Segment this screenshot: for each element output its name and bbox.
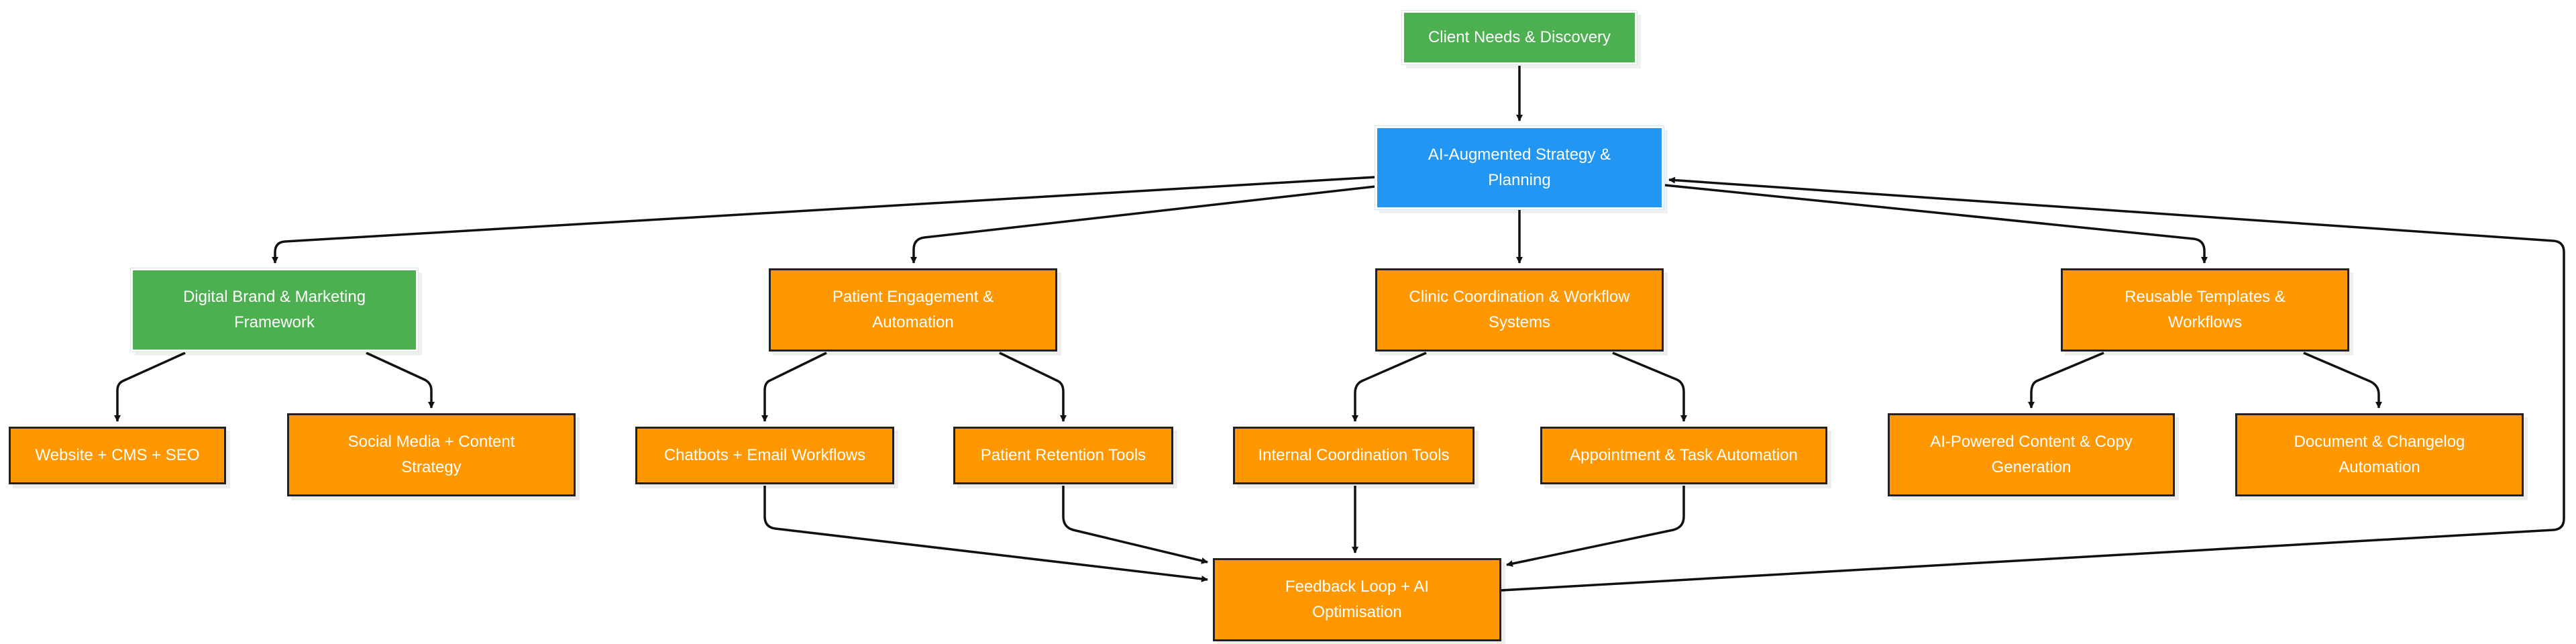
node-client-label: Client Needs & Discovery bbox=[1428, 28, 1611, 46]
node-website-cms-seo: Website + CMS + SEO bbox=[9, 427, 226, 484]
edge-clinic-to-internal bbox=[1352, 352, 1427, 422]
node-patient-retention: Patient Retention Tools bbox=[953, 427, 1173, 484]
node-patient-engagement: Patient Engagement & Automation bbox=[769, 268, 1057, 352]
node-ai-powered-content: AI-Powered Content & Copy Generation bbox=[1888, 413, 2175, 496]
node-templates-label-line-1: Reusable Templates & bbox=[2125, 288, 2286, 306]
node-aicontent-label-line-1: AI-Powered Content & Copy bbox=[1930, 433, 2133, 451]
node-retention-label: Patient Retention Tools bbox=[980, 446, 1146, 464]
node-reusable-templates: Reusable Templates & Workflows bbox=[2061, 268, 2349, 352]
node-document-label-line-1: Document & Changelog bbox=[2294, 433, 2465, 451]
node-feedback-loop: Feedback Loop + AI Optimisation bbox=[1213, 558, 1501, 641]
edge-templates-to-aicontent bbox=[2028, 352, 2104, 409]
node-digital-brand-marketing: Digital Brand & Marketing Framework bbox=[131, 268, 418, 352]
node-social-label-line-1: Social Media + Content bbox=[347, 433, 515, 451]
node-appointment-task: Appointment & Task Automation bbox=[1540, 427, 1827, 484]
edge-engagement-to-retention bbox=[999, 352, 1067, 422]
edge-strategy-to-templates bbox=[1664, 184, 2208, 264]
node-appointment-label: Appointment & Task Automation bbox=[1570, 446, 1798, 464]
node-internal-coordination: Internal Coordination Tools bbox=[1233, 427, 1474, 484]
edge-chatbots-to-feedback bbox=[763, 486, 1208, 582]
node-templates-label-line-2: Workflows bbox=[2167, 313, 2243, 331]
node-internal-label: Internal Coordination Tools bbox=[1258, 446, 1450, 464]
node-feedback-label-line-2: Optimisation bbox=[1312, 603, 1402, 621]
node-brand-label-line-1: Digital Brand & Marketing bbox=[182, 288, 366, 306]
node-aicontent-label-line-2: Generation bbox=[1991, 458, 2072, 476]
edge-strategy-to-engagement bbox=[910, 185, 1376, 264]
edge-brand-to-website bbox=[114, 352, 186, 422]
edge-templates-to-document bbox=[2303, 352, 2382, 409]
edge-strategy-to-brand bbox=[272, 176, 1376, 264]
node-clinic-label-line-2: Systems bbox=[1488, 313, 1550, 331]
node-engagement-label-line-2: Automation bbox=[872, 313, 954, 331]
node-website-label: Website + CMS + SEO bbox=[35, 446, 200, 464]
node-brand-label-line-2: Framework bbox=[233, 313, 315, 331]
node-feedback-label-line-1: Feedback Loop + AI bbox=[1285, 578, 1430, 596]
node-clinic-label-line-1: Clinic Coordination & Workflow bbox=[1409, 288, 1630, 306]
node-ai-augmented-strategy: AI-Augmented Strategy & Planning bbox=[1375, 126, 1664, 209]
node-chatbots-label: Chatbots + Email Workflows bbox=[663, 446, 866, 464]
node-engagement-label-line-1: Patient Engagement & bbox=[832, 288, 994, 306]
node-client-needs-discovery: Client Needs & Discovery bbox=[1402, 11, 1637, 64]
edge-clinic-to-appointment bbox=[1612, 352, 1687, 422]
node-strategy-label-line-2: Planning bbox=[1488, 171, 1551, 189]
node-social-media-content: Social Media + Content Strategy bbox=[287, 413, 576, 496]
edge-retention-to-feedback bbox=[1062, 486, 1208, 564]
node-document-changelog: Document & Changelog Automation bbox=[2235, 413, 2524, 496]
node-clinic-coordination: Clinic Coordination & Workflow Systems bbox=[1375, 268, 1664, 352]
edge-feedback-to-strategy bbox=[1501, 176, 2565, 592]
node-document-label-line-2: Automation bbox=[2339, 458, 2420, 476]
node-chatbots-email: Chatbots + Email Workflows bbox=[635, 427, 894, 484]
edge-engagement-to-chatbots bbox=[761, 352, 827, 422]
edge-appointment-to-feedback bbox=[1506, 486, 1685, 568]
edge-brand-to-social bbox=[366, 352, 435, 409]
node-strategy-label-line-1: AI-Augmented Strategy & bbox=[1428, 146, 1611, 164]
node-social-label-line-2: Strategy bbox=[401, 458, 462, 476]
